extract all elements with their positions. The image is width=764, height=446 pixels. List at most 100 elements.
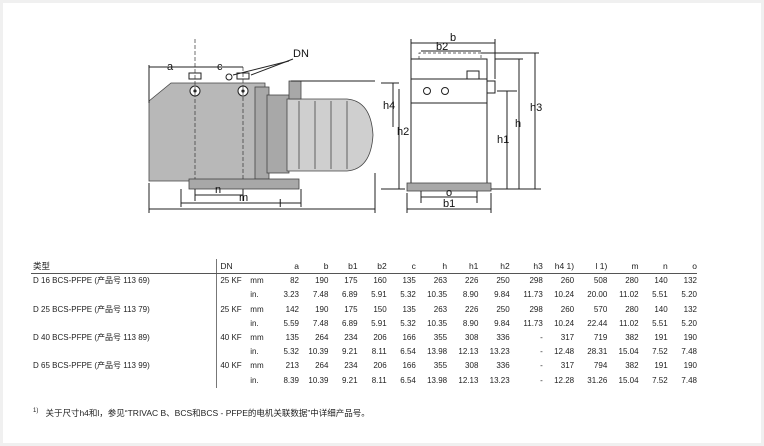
cell-value: 234: [344, 361, 358, 371]
cell-value: 166: [402, 333, 416, 343]
cell-value: 8.39: [283, 375, 300, 385]
cell-value: 6.54: [400, 347, 416, 357]
datasheet-page: a c DN n m l h4 h2: [3, 3, 761, 443]
cell-value: 508: [593, 276, 608, 286]
cell-value: 10.39: [308, 347, 329, 357]
cell-value: 190: [315, 276, 329, 286]
cell-value: 82: [290, 276, 300, 286]
cell-value: 6.89: [341, 318, 358, 328]
cell-value: 10.35: [427, 318, 448, 328]
cell-value: 10.35: [427, 290, 448, 300]
cell-value: 10.39: [308, 375, 329, 385]
cell-value: 8.90: [462, 318, 479, 328]
footnote-mark: 1): [33, 408, 39, 415]
cell-value: 336: [496, 361, 510, 371]
cell-value: 191: [654, 361, 668, 371]
dim-label-b: b: [450, 32, 456, 44]
dim-label-h: h: [515, 118, 521, 130]
cell-value: -: [540, 375, 543, 385]
header-h: h: [415, 259, 448, 275]
cell-value: 12.28: [554, 375, 575, 385]
cell-value: 15.04: [618, 347, 639, 357]
cell-dn: 25 KF: [216, 273, 251, 289]
cell-value: 135: [402, 276, 416, 286]
dim-label-n: n: [215, 184, 221, 196]
cell-value: 3.23: [283, 290, 300, 300]
cell-value: 9.21: [341, 375, 358, 385]
cell-value: 190: [683, 333, 697, 343]
dim-label-c: c: [217, 61, 223, 73]
cell-value: 336: [496, 333, 510, 343]
cell-value: 5.20: [681, 318, 697, 328]
cell-value: 11.02: [619, 290, 639, 300]
cell-type: D 25 BCS-PFPE (产品号 113 79): [33, 304, 150, 314]
cell-value: 317: [560, 361, 575, 371]
cell-value: 142: [285, 304, 300, 314]
cell-type: [31, 374, 217, 388]
cell-value: 5.91: [371, 318, 387, 328]
dim-label-l: l: [279, 198, 281, 210]
cell-value: 382: [625, 361, 639, 371]
cell-value: -: [540, 361, 543, 371]
header-o: o: [667, 259, 697, 275]
cell-value: 5.51: [652, 318, 668, 328]
pump-end-view: [406, 52, 496, 192]
cell-unit: in.: [250, 375, 259, 385]
header-unit: [250, 259, 270, 275]
cell-value: 20.00: [587, 290, 608, 300]
cell-value: 175: [344, 276, 358, 286]
cell-type: D 16 BCS-PFPE (产品号 113 69): [33, 276, 150, 286]
cell-value: 206: [373, 361, 387, 371]
header-h3: h3: [509, 259, 543, 275]
footnote-text: 关于尺寸h4和l，参见“TRIVAC B、BCS和BCS - PFPE的电机关联…: [45, 408, 370, 418]
cell-value: 264: [315, 333, 329, 343]
cell-value: 150: [373, 304, 387, 314]
cell-value: 308: [465, 333, 479, 343]
terminal-box: [288, 80, 302, 100]
cell-value: 317: [560, 333, 575, 343]
dim-label-a: a: [167, 61, 174, 73]
cell-value: -: [540, 333, 543, 343]
cell-value: 5.51: [652, 290, 668, 300]
cell-value: 10.24: [554, 318, 575, 328]
cell-value: 308: [465, 361, 479, 371]
cell-value: 226: [465, 304, 479, 314]
cell-value: 6.89: [341, 290, 358, 300]
cell-value: 280: [625, 276, 639, 286]
cell-value: 9.84: [494, 290, 510, 300]
cell-value: 12.48: [554, 347, 575, 357]
cell-value: 135: [402, 304, 416, 314]
header-m: m: [607, 259, 639, 275]
cell-value: 260: [560, 304, 575, 314]
cell-type: D 40 BCS-PFPE (产品号 113 89): [33, 333, 150, 343]
header-c: c: [386, 259, 416, 275]
cell-value: 250: [496, 276, 510, 286]
coupling: [266, 94, 290, 174]
cell-value: 7.48: [681, 347, 697, 357]
pump-side-view: [148, 39, 375, 190]
cell-value: 5.20: [681, 290, 697, 300]
cell-value: 264: [315, 361, 329, 371]
cell-value: 13.98: [427, 375, 448, 385]
cell-value: 13.98: [427, 347, 448, 357]
cell-value: 719: [593, 333, 608, 343]
cell-value: 160: [373, 276, 387, 286]
footnote: 1) 关于尺寸h4和l，参见“TRIVAC B、BCS和BCS - PFPE的电…: [33, 407, 370, 419]
cell-value: 298: [529, 304, 543, 314]
header-n: n: [638, 259, 668, 275]
cell-value: 8.11: [371, 347, 387, 357]
cell-type: [31, 288, 217, 302]
cell-value: 132: [683, 304, 697, 314]
cell-value: 9.84: [494, 318, 510, 328]
cell-value: 570: [593, 304, 608, 314]
cell-value: 226: [465, 276, 479, 286]
cell-value: 7.52: [652, 347, 668, 357]
cell-value: 5.59: [283, 318, 300, 328]
cell-value: 7.48: [681, 375, 697, 385]
end-view-foot: [406, 182, 492, 192]
cell-dn: [216, 288, 251, 303]
